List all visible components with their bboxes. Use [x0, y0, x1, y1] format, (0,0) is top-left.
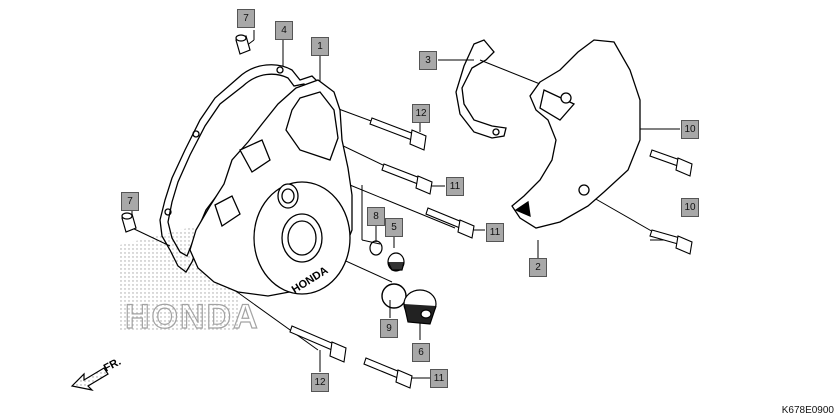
callout-11-lower[interactable]: 11	[430, 369, 448, 388]
callout-7-lower[interactable]: 7	[121, 192, 139, 211]
callout-11-upper[interactable]: 11	[446, 177, 464, 196]
callout-12-lower[interactable]: 12	[311, 373, 329, 392]
cover-bracket	[455, 39, 507, 139]
dowel-pin	[121, 34, 251, 233]
drawing-code: K678E0900	[781, 405, 834, 416]
o-ring-8	[369, 240, 383, 256]
callout-4[interactable]: 4	[275, 21, 293, 40]
bolt-10-lower	[649, 229, 693, 255]
bolt-10-upper	[649, 149, 693, 177]
o-ring-9	[381, 283, 407, 309]
front-arrow-label: FR.	[102, 356, 123, 375]
callout-12-upper[interactable]: 12	[412, 104, 430, 123]
callout-8[interactable]: 8	[367, 207, 385, 226]
callout-2[interactable]: 2	[529, 258, 547, 277]
caps-and-orings	[369, 240, 437, 325]
flange-bolts	[289, 117, 693, 389]
callout-10-upper[interactable]: 10	[681, 120, 699, 139]
drive-sprocket-cover	[511, 39, 641, 229]
bolt-11-middle	[425, 207, 475, 239]
callout-6[interactable]: 6	[412, 343, 430, 362]
bolt-12-upper	[369, 117, 427, 151]
callout-11-middle[interactable]: 11	[486, 223, 504, 242]
callout-9[interactable]: 9	[380, 319, 398, 338]
timing-hole-cap-5	[387, 252, 405, 272]
bolt-11-lower	[363, 357, 413, 389]
front-direction-arrow: FR.	[70, 356, 123, 391]
callout-1[interactable]: 1	[311, 37, 329, 56]
left-crankcase-cover: HONDA	[189, 79, 353, 297]
callout-5[interactable]: 5	[385, 218, 403, 237]
callout-10-lower[interactable]: 10	[681, 198, 699, 217]
watermark-text: HONDA	[125, 298, 260, 336]
callout-7-upper[interactable]: 7	[237, 9, 255, 28]
bolt-11-upper	[381, 163, 433, 195]
crankshaft-hole-cap-6	[403, 289, 437, 325]
bolt-12-lower	[289, 325, 347, 363]
callout-3[interactable]: 3	[419, 51, 437, 70]
